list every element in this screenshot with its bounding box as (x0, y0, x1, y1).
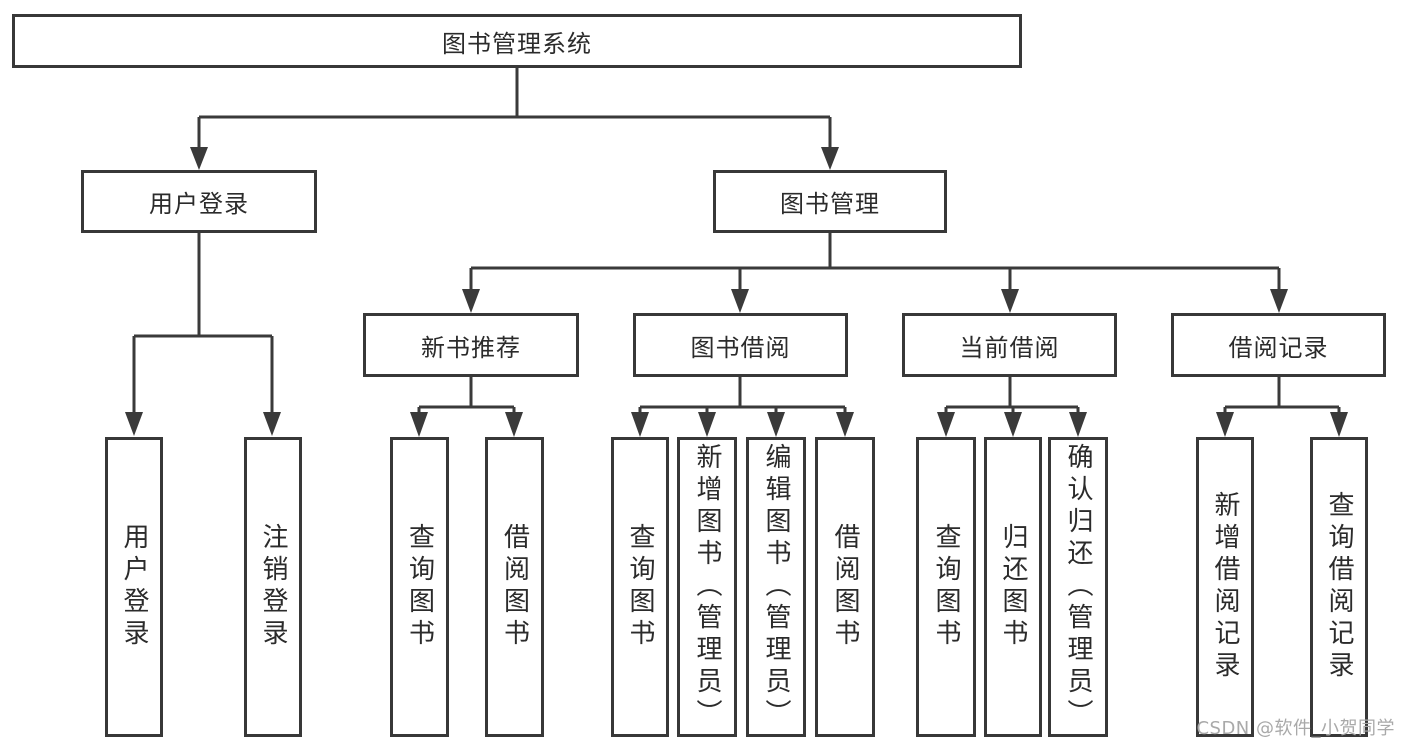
leaf-query-book-2: 查询图书 (611, 437, 669, 737)
node-current-borrow: 当前借阅 (902, 313, 1117, 377)
leaf-query-book-1: 查询图书 (390, 437, 449, 737)
csdn-watermark: CSDN @软件_小贺同学 (1196, 718, 1395, 739)
leaf-add-borrow-record: 新增借阅记录 (1196, 437, 1254, 737)
node-library-management-system: 图书管理系统 (12, 14, 1022, 68)
leaf-logout: 注销登录 (244, 437, 302, 737)
node-book-management: 图书管理 (713, 170, 947, 233)
leaf-borrow-book-2: 借阅图书 (815, 437, 875, 737)
node-user-login: 用户登录 (81, 170, 317, 233)
leaf-query-borrow-record: 查询借阅记录 (1310, 437, 1368, 737)
leaf-confirm-return-admin: 确认归还（管理员） (1048, 437, 1108, 737)
leaf-return-book: 归还图书 (984, 437, 1042, 737)
leaf-edit-book-admin: 编辑图书（管理员） (746, 437, 806, 737)
leaf-borrow-book-1: 借阅图书 (485, 437, 544, 737)
node-book-borrow: 图书借阅 (633, 313, 848, 377)
node-new-book-recommend: 新书推荐 (363, 313, 579, 377)
leaf-query-book-3: 查询图书 (916, 437, 976, 737)
leaf-user-login: 用户登录 (105, 437, 163, 737)
node-borrow-records: 借阅记录 (1171, 313, 1386, 377)
leaf-add-book-admin: 新增图书（管理员） (677, 437, 737, 737)
